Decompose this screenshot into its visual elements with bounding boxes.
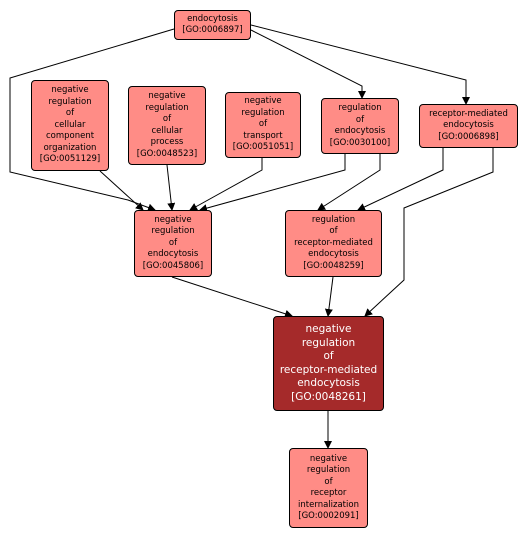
node-label-line: receptor-mediated [429,108,508,119]
node-label-line: [GO:0006898] [438,131,499,142]
node-label-line: regulation [311,214,356,225]
node-label-line: of [65,108,75,119]
node-label-line: regulation [145,102,189,113]
node-label-line: [GO:0048261] [291,390,366,403]
node-label-line: endocytosis [147,249,199,260]
node-label-line: of [323,350,334,362]
node-label-line: receptor-mediated [279,363,378,376]
edge-neg-reg-endocytosis-to-neg-reg-receptor-mediated-endocytosis [171,276,293,318]
node-endocytosis[interactable]: endocytosis[GO:0006897] [174,10,251,40]
edge-receptor-mediated-endocytosis-to-reg-receptor-mediated-endocytosis [357,148,444,211]
node-label-line: negative [148,91,186,101]
node-label-line: internalization [298,499,359,510]
node-label-line: negative [51,85,89,96]
node-label-line: [GO:0002091] [298,511,359,521]
node-label-line: negative [309,453,348,464]
node-label-line: of [162,114,172,124]
node-label-line: endocytosis [334,126,386,136]
node-label-line: receptor-mediated [294,237,373,248]
node-label-line: endocytosis [443,120,494,131]
node-label-line: regulation [48,96,92,107]
node-label-line: of [324,476,333,487]
node-label-line: component [45,131,95,142]
edge-reg-endocytosis-to-reg-receptor-mediated-endocytosis [317,154,381,211]
node-label-line: cellular [54,119,86,130]
node-label-line: of [168,237,178,248]
edge-neg-reg-cellular-process-to-neg-reg-endocytosis [166,164,176,211]
node-label-line: negative [244,96,282,107]
node-label-line: receptor [310,488,347,498]
node-label-line: endocytosis [308,249,359,260]
edge-reg-receptor-mediated-endocytosis-to-neg-reg-receptor-mediated-endocytosis [324,276,334,317]
node-label-line: regulation [151,226,195,237]
edge-reg-endocytosis-to-neg-reg-endocytosis [199,154,346,212]
node-label-line: [GO:0048523] [136,148,198,159]
edge-endocytosis-to-reg-endocytosis [250,29,366,99]
node-label-line: [GO:0006897] [182,25,243,35]
node-label-line: negative [154,214,192,225]
edge-neg-reg-transport-to-neg-reg-endocytosis [189,158,263,211]
node-label-line: regulation [306,465,351,475]
node-label-line: regulation [338,103,382,113]
edge-endocytosis-to-receptor-mediated-endocytosis [250,24,470,105]
node-label-line: [GO:0048259] [303,260,364,271]
node-label-line: [GO:0030100] [329,137,391,148]
node-label-line: organization [43,142,97,153]
node-label-line: of [355,114,365,125]
node-label-line: regulation [241,107,285,118]
node-label-line: of [258,119,268,130]
edge-receptor-mediated-endocytosis-to-neg-reg-receptor-mediated-endocytosis [364,148,494,317]
node-label-line: regulation [301,336,356,349]
node-label-line: of [329,226,338,237]
node-label-line: endocytosis [297,377,360,389]
node-label-line: cellular [151,125,183,136]
node-label-line: [GO:0051129] [39,154,101,165]
node-label-line: [GO:0051051] [232,142,294,153]
node-label-line: [GO:0045806] [142,260,204,271]
node-label-line: negative [305,323,352,335]
node-label-line: endocytosis [187,13,238,24]
node-label-line: transport [243,130,283,141]
node-label-line: process [150,137,184,147]
edge-neg-reg-cellular-component-organization-to-neg-reg-endocytosis [99,170,144,211]
